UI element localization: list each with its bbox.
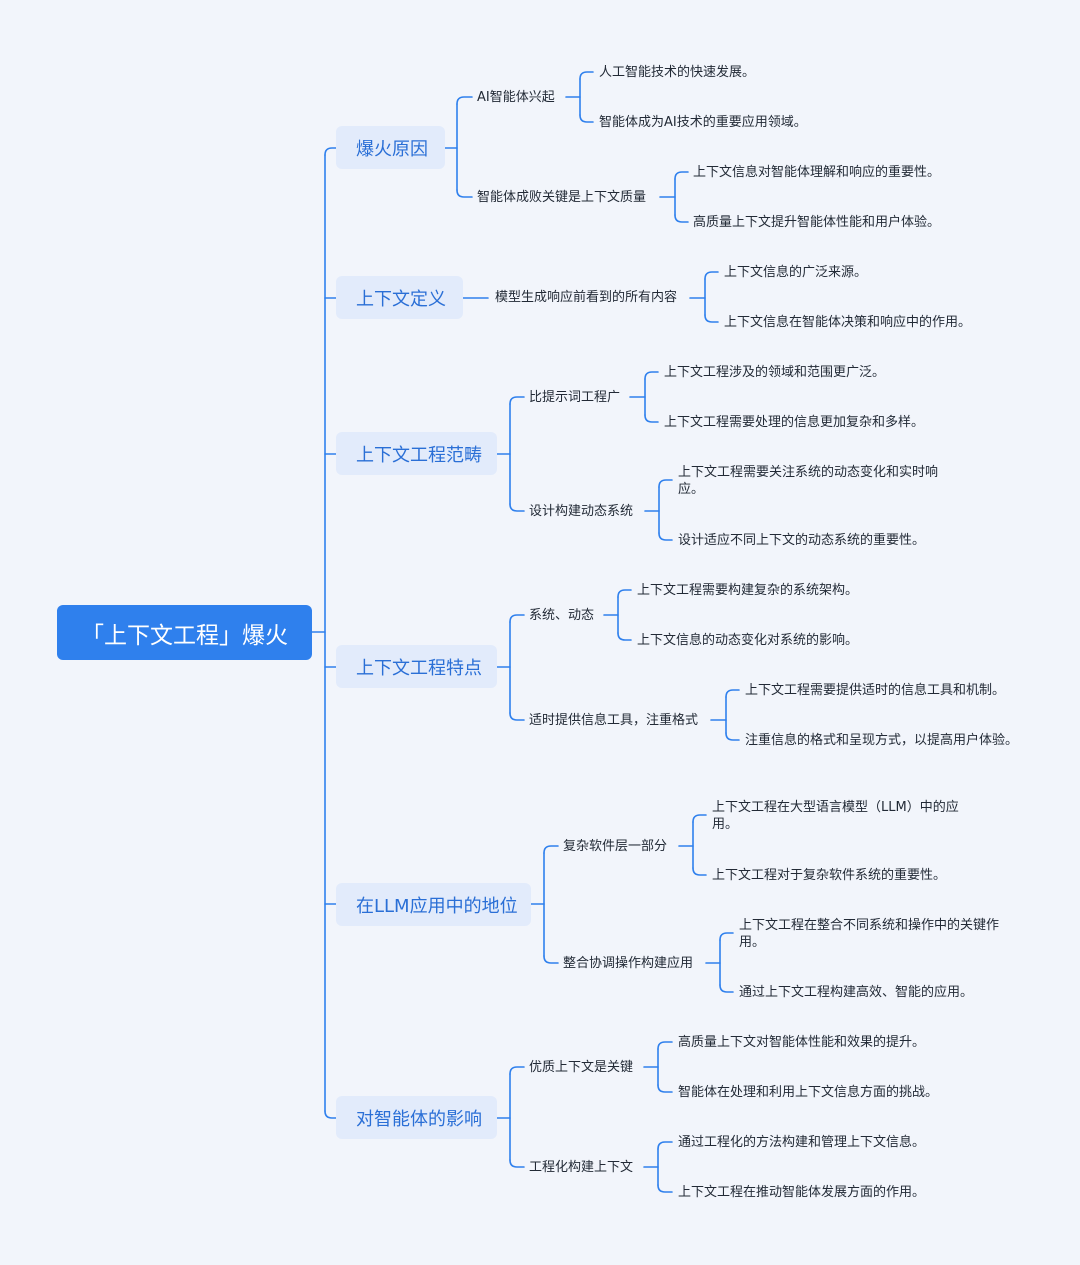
leaf-node[interactable]: 上下文信息在智能体决策和响应中的作用。 <box>724 315 972 330</box>
root-connector-arm <box>324 147 337 156</box>
leaf-node[interactable]: 上下文工程涉及的领域和范围更广泛。 <box>664 365 886 380</box>
branch-node[interactable]: 在LLM应用中的地位 <box>336 883 531 926</box>
sub32-connector-arm <box>658 479 673 488</box>
root-node[interactable]: 「上下文工程」爆火 <box>57 605 312 660</box>
leaf-node[interactable]: 注重信息的格式和呈现方式，以提高用户体验。 <box>745 733 1019 748</box>
sub61-connector-arm <box>657 1041 673 1050</box>
sub51-connector-arm <box>692 867 707 876</box>
leaf-node[interactable]: 上下文信息的动态变化对系统的影响。 <box>637 633 859 648</box>
branch5-connector-arm <box>543 955 559 964</box>
leaf-node[interactable]: 通过上下文工程构建高效、智能的应用。 <box>739 985 974 1000</box>
sub41-connector-arm <box>617 589 632 598</box>
leaf-node[interactable]: 上下文信息的广泛来源。 <box>724 265 868 280</box>
branch4-connector-arm <box>509 614 525 623</box>
leaf-node[interactable]: 智能体在处理和利用上下文信息方面的挑战。 <box>678 1085 939 1100</box>
sub62-connector-arm <box>657 1184 673 1193</box>
sub41-connector-arm <box>617 632 632 641</box>
leaf-node[interactable]: 上下文工程在推动智能体发展方面的作用。 <box>678 1185 926 1200</box>
subtopic-node[interactable]: 适时提供信息工具，注重格式 <box>529 713 699 728</box>
sub11-connector-arm <box>579 71 594 80</box>
sub51-connector-arm <box>692 814 707 823</box>
subtopic-node[interactable]: 比提示词工程广 <box>529 390 621 405</box>
branch-node[interactable]: 对智能体的影响 <box>336 1096 497 1139</box>
branch5-connector-arm <box>543 845 559 854</box>
leaf-node[interactable]: 设计适应不同上下文的动态系统的重要性。 <box>678 533 926 548</box>
branch4-connector-arm <box>509 712 525 721</box>
branch-node[interactable]: 爆火原因 <box>336 126 445 169</box>
branch3-connector-arm <box>509 503 525 512</box>
sub62-connector-arm <box>657 1141 673 1150</box>
leaf-node[interactable]: 高质量上下文提升智能体性能和用户体验。 <box>693 215 941 230</box>
sub12-connector-arm <box>674 171 689 180</box>
sub21-connector-arm <box>704 271 719 280</box>
branch6-connector-arm <box>509 1066 525 1075</box>
leaf-node[interactable]: 上下文工程在整合不同系统和操作中的关键作用。 <box>739 918 1000 950</box>
leaf-node[interactable]: 上下文信息对智能体理解和响应的重要性。 <box>693 165 941 180</box>
subtopic-node[interactable]: 整合协调操作构建应用 <box>563 956 694 971</box>
sub42-connector-arm <box>725 732 740 741</box>
sub52-connector-arm <box>719 984 734 993</box>
leaf-node[interactable]: 智能体成为AI技术的重要应用领域。 <box>599 115 807 130</box>
sub32-connector-arm <box>658 532 673 541</box>
subtopic-node[interactable]: 复杂软件层一部分 <box>563 839 668 854</box>
sub52-connector-arm <box>719 932 734 941</box>
sub31-connector-arm <box>644 371 659 380</box>
subtopic-node[interactable]: 模型生成响应前看到的所有内容 <box>495 290 678 305</box>
branch-node[interactable]: 上下文工程范畴 <box>336 432 497 475</box>
root-connector-arm <box>324 1110 337 1119</box>
leaf-node[interactable]: 上下文工程对于复杂软件系统的重要性。 <box>712 868 947 883</box>
sub42-connector-arm <box>725 689 740 698</box>
subtopic-node[interactable]: 设计构建动态系统 <box>529 504 634 519</box>
sub21-connector-arm <box>704 314 719 323</box>
sub61-connector-arm <box>657 1084 673 1093</box>
branch-node[interactable]: 上下文工程特点 <box>336 645 497 688</box>
branch6-connector-arm <box>509 1159 525 1168</box>
branch1-connector-arm <box>456 189 473 198</box>
branch3-connector-arm <box>509 396 525 405</box>
sub31-connector-arm <box>644 414 659 423</box>
leaf-node[interactable]: 上下文工程需要提供适时的信息工具和机制。 <box>745 683 1006 698</box>
subtopic-node[interactable]: 系统、动态 <box>529 608 595 623</box>
leaf-node[interactable]: 人工智能技术的快速发展。 <box>599 65 756 80</box>
leaf-node[interactable]: 通过工程化的方法构建和管理上下文信息。 <box>678 1135 926 1150</box>
branch-node[interactable]: 上下文定义 <box>336 276 463 319</box>
subtopic-node[interactable]: 智能体成败关键是上下文质量 <box>477 190 647 205</box>
leaf-node[interactable]: 上下文工程需要关注系统的动态变化和实时响应。 <box>678 465 939 497</box>
subtopic-node[interactable]: AI智能体兴起 <box>477 90 555 105</box>
branch1-connector-arm <box>456 96 473 105</box>
sub11-connector-arm <box>579 114 594 123</box>
sub12-connector-arm <box>674 214 689 223</box>
subtopic-node[interactable]: 优质上下文是关键 <box>529 1060 634 1075</box>
leaf-node[interactable]: 上下文工程在大型语言模型（LLM）中的应用。 <box>712 800 959 832</box>
leaf-node[interactable]: 高质量上下文对智能体性能和效果的提升。 <box>678 1035 926 1050</box>
leaf-node[interactable]: 上下文工程需要处理的信息更加复杂和多样。 <box>664 415 925 430</box>
leaf-node[interactable]: 上下文工程需要构建复杂的系统架构。 <box>637 583 859 598</box>
subtopic-node[interactable]: 工程化构建上下文 <box>529 1160 634 1175</box>
